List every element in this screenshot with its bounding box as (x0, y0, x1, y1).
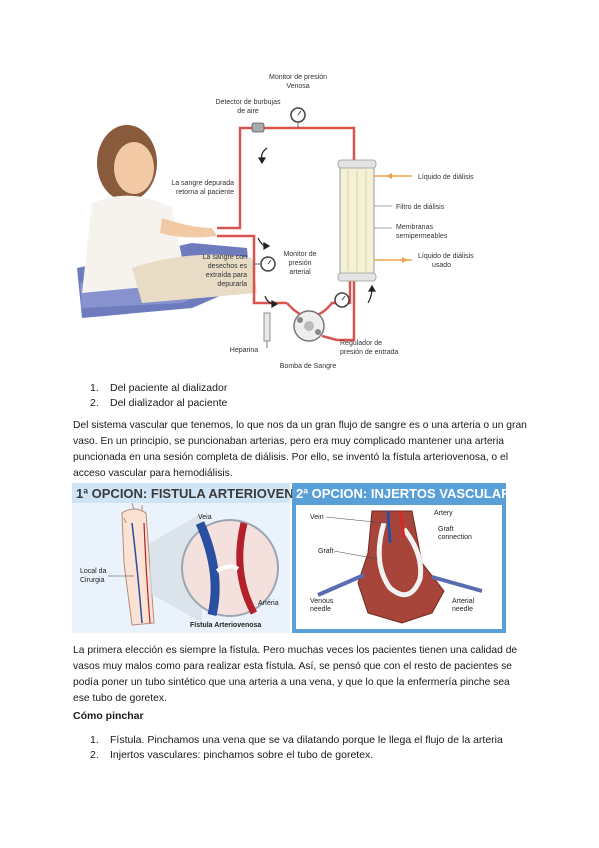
flow-arrows (257, 147, 377, 309)
list-puncture: 1. Fístula. Pinchamos una vena que se va … (90, 733, 503, 763)
bubble-detector (251, 122, 265, 133)
label-dialysis-liquid: Líquido de diálisis (418, 174, 474, 181)
label-return-1: La sangre depurada (171, 180, 234, 187)
label-graft-connection-2: connection (438, 534, 472, 541)
list-text: Del paciente al dializador (110, 382, 228, 394)
label-venous-needle-1: Venous (310, 598, 334, 605)
label-heparin: Heparina (230, 347, 259, 354)
blood-pump (293, 310, 325, 342)
venous-pressure-gauge (290, 107, 306, 128)
label-used-liquid-2: usado (432, 262, 451, 269)
label-graft: Graft (318, 548, 334, 555)
right-panel-title: 2ª OPCION: INJERTOS VASCULARES (296, 486, 506, 501)
label-artery-en: Artery (434, 510, 453, 517)
label-return-2: retorna al paciente (176, 189, 234, 196)
label-waste-2: desechos es (208, 263, 248, 270)
paragraph-vascular-access: Del sistema vascular que tenemos, lo que… (73, 420, 527, 479)
list-number: 1. (90, 734, 99, 746)
arterial-pressure-gauge (254, 256, 276, 272)
paragraph-first-choice: La primera elección es siempre la fístul… (73, 645, 518, 704)
list-number: 2. (90, 397, 99, 409)
left-panel-title: 1ª OPCION: FISTULA ARTERIOVENOSA (76, 486, 322, 501)
label-arterial-2: presión (289, 260, 312, 267)
list-item: 2. Del dializador al paciente (90, 396, 227, 411)
list-number: 2. (90, 749, 99, 761)
vein-vessel (195, 521, 220, 617)
label-venous-pressure-2: Venosa (286, 83, 309, 90)
label-membranes-1: Membranas (396, 224, 433, 231)
arm-illustration (121, 508, 155, 626)
list-item: 1. Del paciente al dializador (90, 381, 227, 396)
label-regulator-1: Regulador de (340, 340, 382, 347)
list-number: 1. (90, 382, 99, 394)
label-used-liquid-1: Líquido de diálisis (418, 253, 474, 260)
label-venous-pressure-1: Monitor de presión (269, 74, 327, 81)
label-bubble-2: de aire (237, 108, 259, 115)
list-item: 2. Injertos vasculares: pinchamos sobre e… (90, 748, 503, 763)
label-surgery-1: Local da (80, 568, 107, 575)
section-heading-como-pinchar: Cómo pinchar (73, 710, 144, 722)
label-artery-pt: Artéria (258, 600, 279, 607)
label-membranes-2: semipermeables (396, 233, 448, 240)
label-surgery-2: Cirurgia (80, 577, 105, 584)
label-vein-en: Vein (310, 514, 324, 521)
patient-face (114, 142, 154, 194)
label-regulator-2: presión de entrada (340, 349, 398, 356)
label-bubble-1: Detector de burbujas (216, 99, 281, 106)
list-text: Injertos vasculares: pinchamos sobre el … (110, 749, 374, 761)
inlet-pressure-gauge (334, 292, 350, 308)
patient-arm (160, 218, 217, 238)
graft-loop (376, 522, 424, 598)
label-venous-needle-2: needle (310, 606, 331, 613)
label-graft-connection-1: Graft (438, 526, 454, 533)
patient-legs (132, 254, 257, 303)
artery-vessel (236, 522, 258, 615)
label-blood-pump: Bomba de Sangre (280, 363, 337, 370)
label-vein-pt: Veia (198, 514, 212, 521)
label-arterial-3: arterial (289, 269, 311, 276)
label-waste-1: La sangre con (203, 254, 247, 261)
label-arterial-1: Monitor de (283, 251, 316, 258)
needles (317, 573, 483, 597)
label-fistula-caption: Fístula Arteriovenosa (190, 622, 261, 629)
list-text: Del dializador al paciente (110, 397, 228, 409)
list-item: 1. Fístula. Pinchamos una vena que se va … (90, 733, 503, 748)
list-text: Fístula. Pinchamos una vena que se va di… (110, 734, 503, 746)
label-arterial-needle-2: needle (452, 606, 473, 613)
label-arterial-needle-1: Arterial (452, 598, 475, 605)
list-blood-flow: 1. Del paciente al dializador 2. Del diali… (90, 381, 227, 411)
vascular-access-options-figure: 1ª OPCION: FISTULA ARTERIOVENOSA Veia Lo… (72, 483, 506, 633)
label-dialysis-filter: Filtro de diálisis (396, 204, 445, 211)
hemodialysis-diagram: Monitor de presión Venosa Detector de bu… (72, 68, 492, 378)
label-waste-4: depurarla (217, 281, 247, 288)
label-waste-3: extraída para (206, 272, 247, 279)
heparin-syringe (263, 312, 271, 348)
